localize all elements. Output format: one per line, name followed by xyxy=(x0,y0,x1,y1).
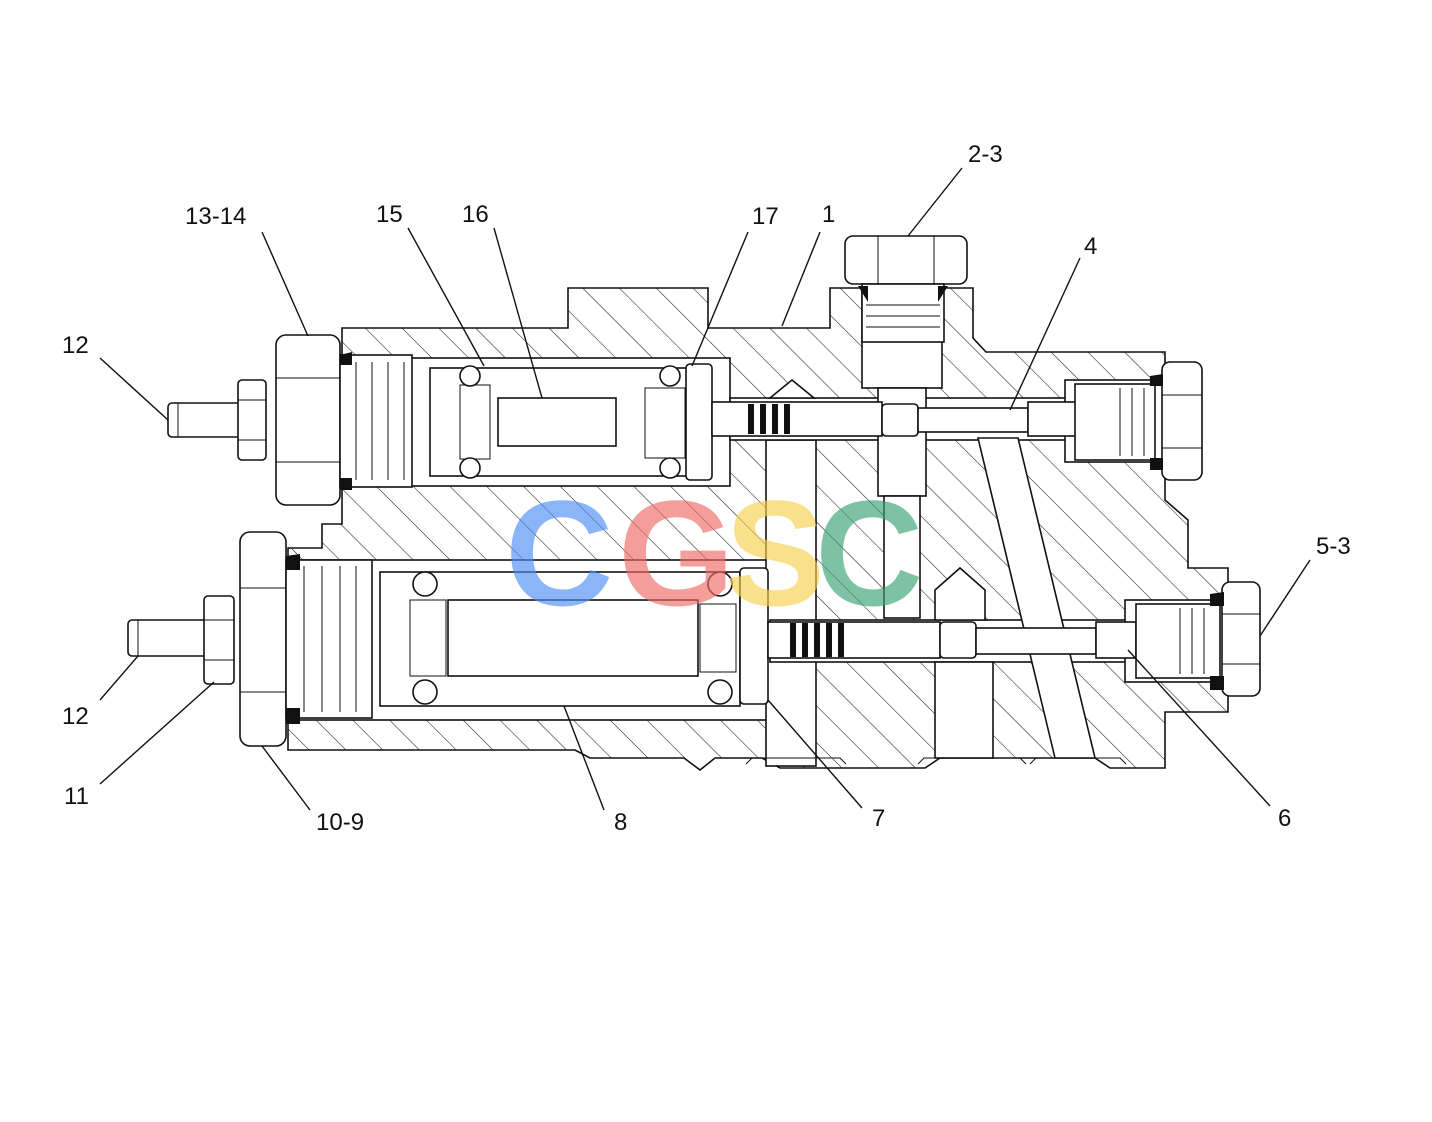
watermark-letter-2: G xyxy=(618,469,735,637)
upper-spring xyxy=(497,397,617,447)
top-plug-assembly xyxy=(844,235,968,343)
callout-label-6: 6 xyxy=(1278,805,1291,832)
lower-right-seal-top xyxy=(1210,592,1224,606)
upper-cap-nut xyxy=(275,334,341,506)
upper-right-seal-bottom xyxy=(1150,458,1163,470)
bottom-flat-2 xyxy=(917,757,1027,765)
lower-right-nut xyxy=(1221,581,1261,697)
check-stem-lower xyxy=(883,495,921,619)
lower-cap-nut xyxy=(239,531,287,747)
callout-label-11: 11 xyxy=(64,783,89,810)
upper-oring-left-bottom xyxy=(459,457,481,479)
callout-label-10-9: 10-9 xyxy=(316,809,364,836)
leader-8 xyxy=(563,705,605,811)
callout-labels: 2-3 13-14 15 16 17 1 4 12 5-3 12 11 10-9… xyxy=(62,141,1351,836)
watermark-letter-4: C xyxy=(815,469,923,637)
lower-plug-seal-bottom xyxy=(286,708,300,724)
upper-plug-seal-bottom xyxy=(340,478,352,490)
lower-oring-left-bottom xyxy=(412,679,438,705)
lower-spring xyxy=(447,599,699,677)
watermark: C G S C xyxy=(505,469,923,637)
leader-7 xyxy=(767,699,863,809)
callout-label-12-top: 12 xyxy=(62,332,89,359)
callout-label-1: 1 xyxy=(822,201,835,228)
leader-15 xyxy=(407,227,485,367)
callout-label-7: 7 xyxy=(872,805,885,832)
lower-right-plug xyxy=(1135,603,1221,679)
callout-label-17: 17 xyxy=(752,203,779,230)
leader-6 xyxy=(1127,649,1271,807)
upper-adjuster-assembly xyxy=(167,334,1203,506)
upper-oring-right-top xyxy=(659,365,681,387)
leader-1 xyxy=(781,231,821,327)
vertical-passage xyxy=(765,439,817,767)
upper-shim xyxy=(685,363,713,481)
top-plug-seal-left xyxy=(858,286,868,302)
callout-label-2-3: 2-3 xyxy=(968,141,1003,168)
upper-spool xyxy=(711,401,883,437)
top-chamfer xyxy=(767,378,817,399)
callout-label-13-14: 13-14 xyxy=(185,203,246,230)
leader-13-14 xyxy=(261,231,309,337)
bottom-flat-3 xyxy=(1029,757,1127,765)
upper-plug-seal-top xyxy=(340,352,352,365)
lower-oring-right-bottom xyxy=(707,679,733,705)
leader-5-3 xyxy=(1259,559,1311,637)
upper-spool-grooves xyxy=(748,404,790,434)
upper-right-plug xyxy=(1074,383,1156,461)
upper-locknut xyxy=(237,379,267,461)
lower-adjuster-assembly xyxy=(127,531,1261,747)
leader-2-3 xyxy=(907,167,963,237)
top-plug-seal-right xyxy=(938,286,948,302)
piston-pocket xyxy=(934,566,986,621)
lower-pocket xyxy=(934,661,994,759)
leader-17 xyxy=(691,231,749,367)
callout-label-12-bottom: 12 xyxy=(62,703,89,730)
top-plug-thread xyxy=(861,283,945,343)
callout-label-16: 16 xyxy=(462,201,489,228)
lower-locknut xyxy=(203,595,235,685)
lower-adjusting-screw xyxy=(127,619,213,657)
watermark-letter-3: S xyxy=(725,469,825,637)
callout-label-8: 8 xyxy=(614,809,627,836)
leader-lines xyxy=(99,167,1311,811)
lower-spool-grooves xyxy=(790,623,844,657)
leader-4 xyxy=(1009,257,1081,411)
callout-label-5-3: 5-3 xyxy=(1316,533,1351,560)
watermark-letter-1: C xyxy=(505,469,613,637)
leader-12-bottom xyxy=(99,655,139,701)
top-hex-plug xyxy=(844,235,968,285)
lower-oring-right-top xyxy=(707,571,733,597)
upper-threaded-plug xyxy=(339,354,413,488)
leader-16 xyxy=(493,227,543,399)
upper-right-seal-top xyxy=(1150,374,1163,386)
leader-10-9 xyxy=(261,745,311,811)
callout-label-4: 4 xyxy=(1084,233,1097,260)
lower-threaded-plug xyxy=(285,559,373,719)
bottom-flat-1 xyxy=(745,757,847,765)
lower-oring-left-top xyxy=(412,571,438,597)
lower-plug-seal-top xyxy=(286,554,300,570)
leader-11 xyxy=(99,681,215,785)
callout-label-15: 15 xyxy=(376,201,403,228)
lower-right-seal-bottom xyxy=(1210,676,1224,690)
upper-oring-left-top xyxy=(459,365,481,387)
upper-right-nut xyxy=(1161,361,1203,481)
lower-poppet xyxy=(975,627,1097,655)
leader-12-top xyxy=(99,357,169,421)
upper-adjusting-screw xyxy=(167,402,249,438)
upper-poppet xyxy=(917,407,1029,433)
